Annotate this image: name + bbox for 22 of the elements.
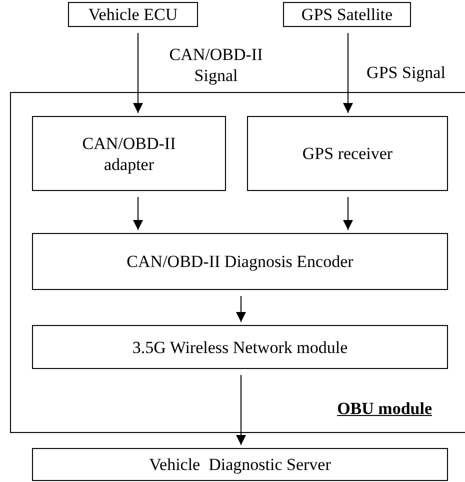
process-box <box>32 325 448 369</box>
module-heading: OBU module <box>337 398 432 419</box>
process-box <box>32 116 226 191</box>
arrow <box>133 196 143 230</box>
box-label: GPS Satellite <box>301 4 393 25</box>
box-label: Vehicle ECU <box>88 4 178 25</box>
arrow <box>343 196 353 230</box>
arrow <box>236 296 246 322</box>
arrow <box>343 32 353 114</box>
process-box <box>32 233 448 290</box>
box-label: CAN/OBD-II adapter <box>81 132 177 174</box>
process-box <box>247 116 448 191</box>
box-label: GPS receiver <box>302 143 393 164</box>
process-box <box>283 2 411 27</box>
box-label: Vehicle Diagnostic Server <box>149 454 331 475</box>
module-frame <box>10 92 465 433</box>
box-label: 3.5G Wireless Network module <box>132 336 348 358</box>
process-box <box>32 448 448 481</box>
box-label: CAN/OBD-II Diagnosis Encoder <box>126 251 354 272</box>
process-box <box>68 2 198 27</box>
arrow <box>236 374 246 446</box>
arrow <box>133 32 143 114</box>
